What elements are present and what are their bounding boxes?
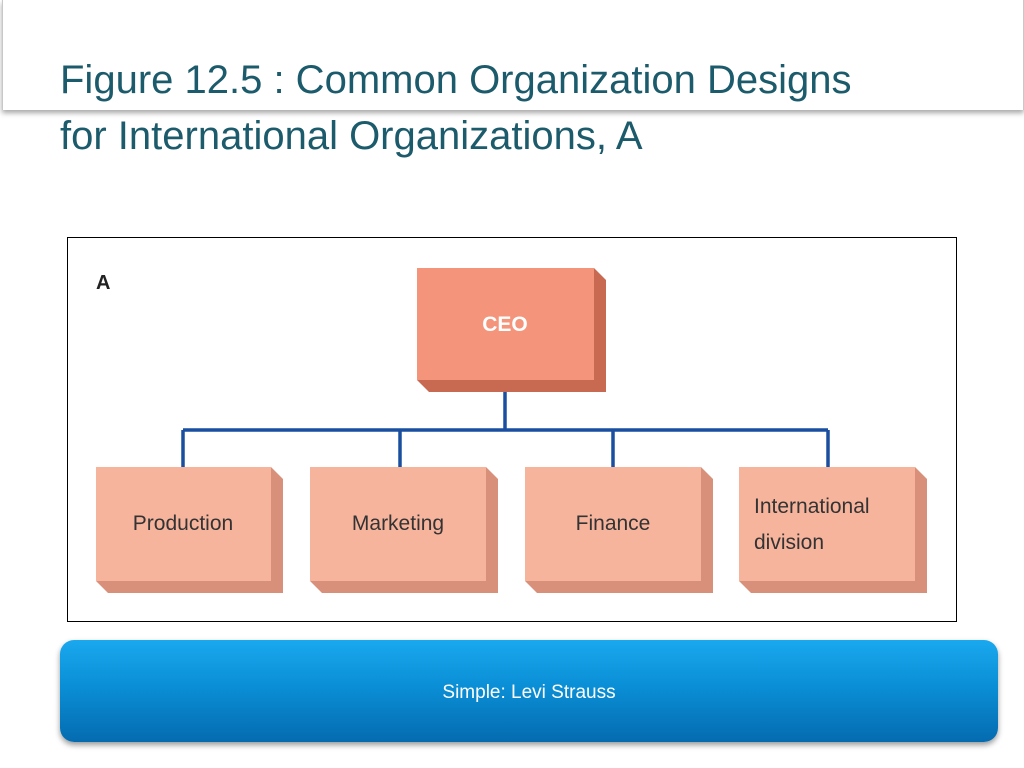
org-chart-figure: A CEO Production Marketing	[67, 237, 957, 622]
finance-label: Finance	[576, 512, 651, 535]
title-bar	[2, 0, 1024, 110]
international-division-box-face	[739, 467, 915, 581]
org-chart-svg: A CEO Production Marketing	[96, 268, 927, 593]
international-division-label-line-2: division	[754, 531, 824, 554]
slide-title: Figure 12.5 : Common Organization Design…	[60, 52, 1000, 164]
marketing-box: Marketing	[310, 467, 498, 593]
production-box-face	[96, 467, 271, 581]
finance-box: Finance	[525, 467, 713, 593]
caption-text: Simple: Levi Strauss	[442, 682, 616, 703]
ceo-box-face	[417, 268, 594, 380]
panel-label: A	[96, 272, 110, 294]
marketing-label: Marketing	[352, 512, 444, 535]
slide-title-line-1: Figure 12.5 : Common Organization Design…	[60, 58, 852, 102]
international-division-label-line-1: International	[754, 495, 870, 518]
production-label: Production	[133, 512, 233, 535]
international-division-box: International division	[739, 467, 927, 593]
connector-lines	[181, 388, 830, 468]
ceo-box: CEO	[417, 268, 606, 392]
finance-box-face	[525, 467, 701, 581]
slide-title-line-2: for International Organizations, A	[60, 114, 643, 158]
production-box: Production	[96, 467, 283, 593]
marketing-box-face	[310, 467, 486, 581]
caption-bar: Simple: Levi Strauss	[60, 640, 998, 742]
ceo-label: CEO	[482, 313, 528, 336]
